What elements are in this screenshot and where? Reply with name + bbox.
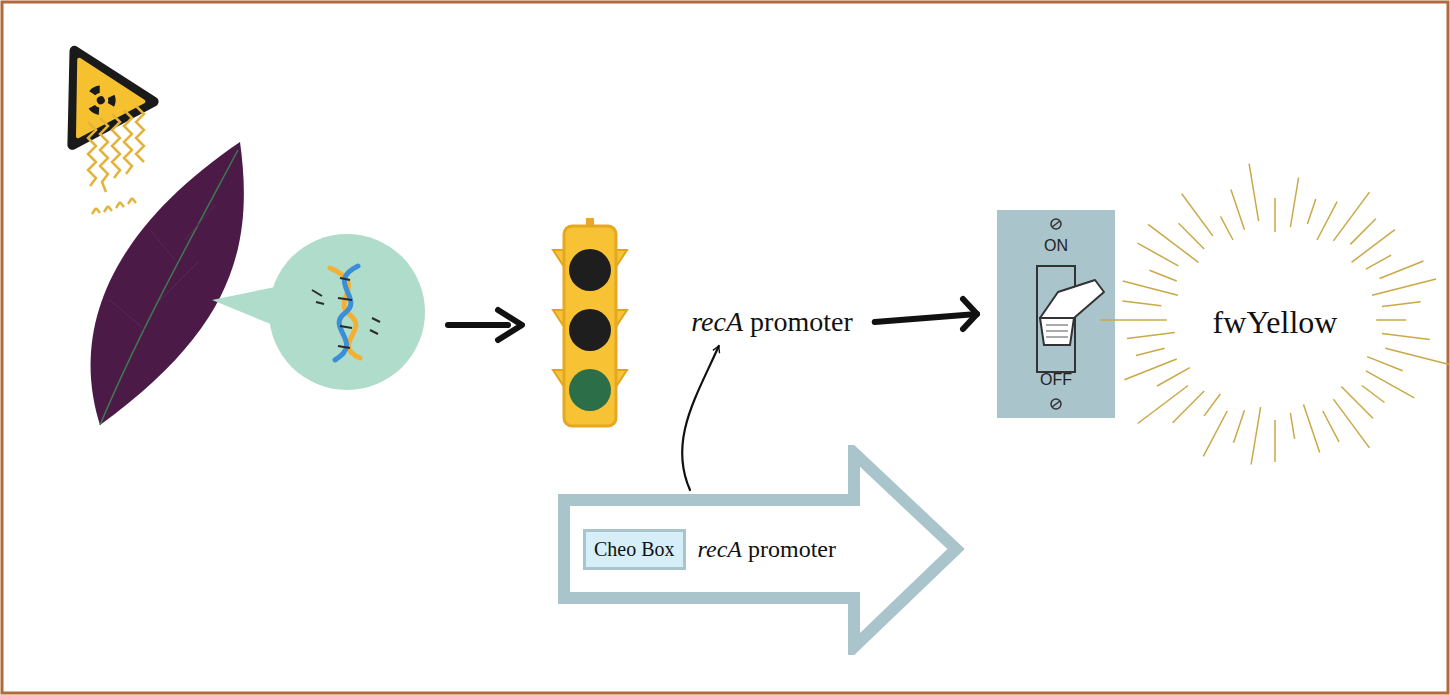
cheo-box: Cheo Box [583,529,686,570]
process-arrow [448,310,522,340]
switch-node: ON OFF [997,210,1115,418]
node-label: ON [1044,237,1068,255]
promoter-label: recA promoter [683,302,860,342]
output-label: fwYellow [1205,300,1346,345]
leaf [91,142,244,425]
connector-arrow [875,299,977,329]
radiation-rays [88,106,144,214]
node-label: recA promoter [691,306,852,338]
sunburst [1100,164,1449,465]
dna-callout [212,234,425,390]
construct-arrow: recA promoter Cheo Box [556,445,964,655]
traffic-light [553,218,627,426]
connector-arrow [682,346,719,490]
node-sublabel: OFF [1040,371,1072,389]
node-label: fwYellow [1213,304,1338,341]
node-label: Cheo Box [594,538,675,561]
node-label: recA promoter [698,536,836,563]
switch-plate [997,210,1115,418]
